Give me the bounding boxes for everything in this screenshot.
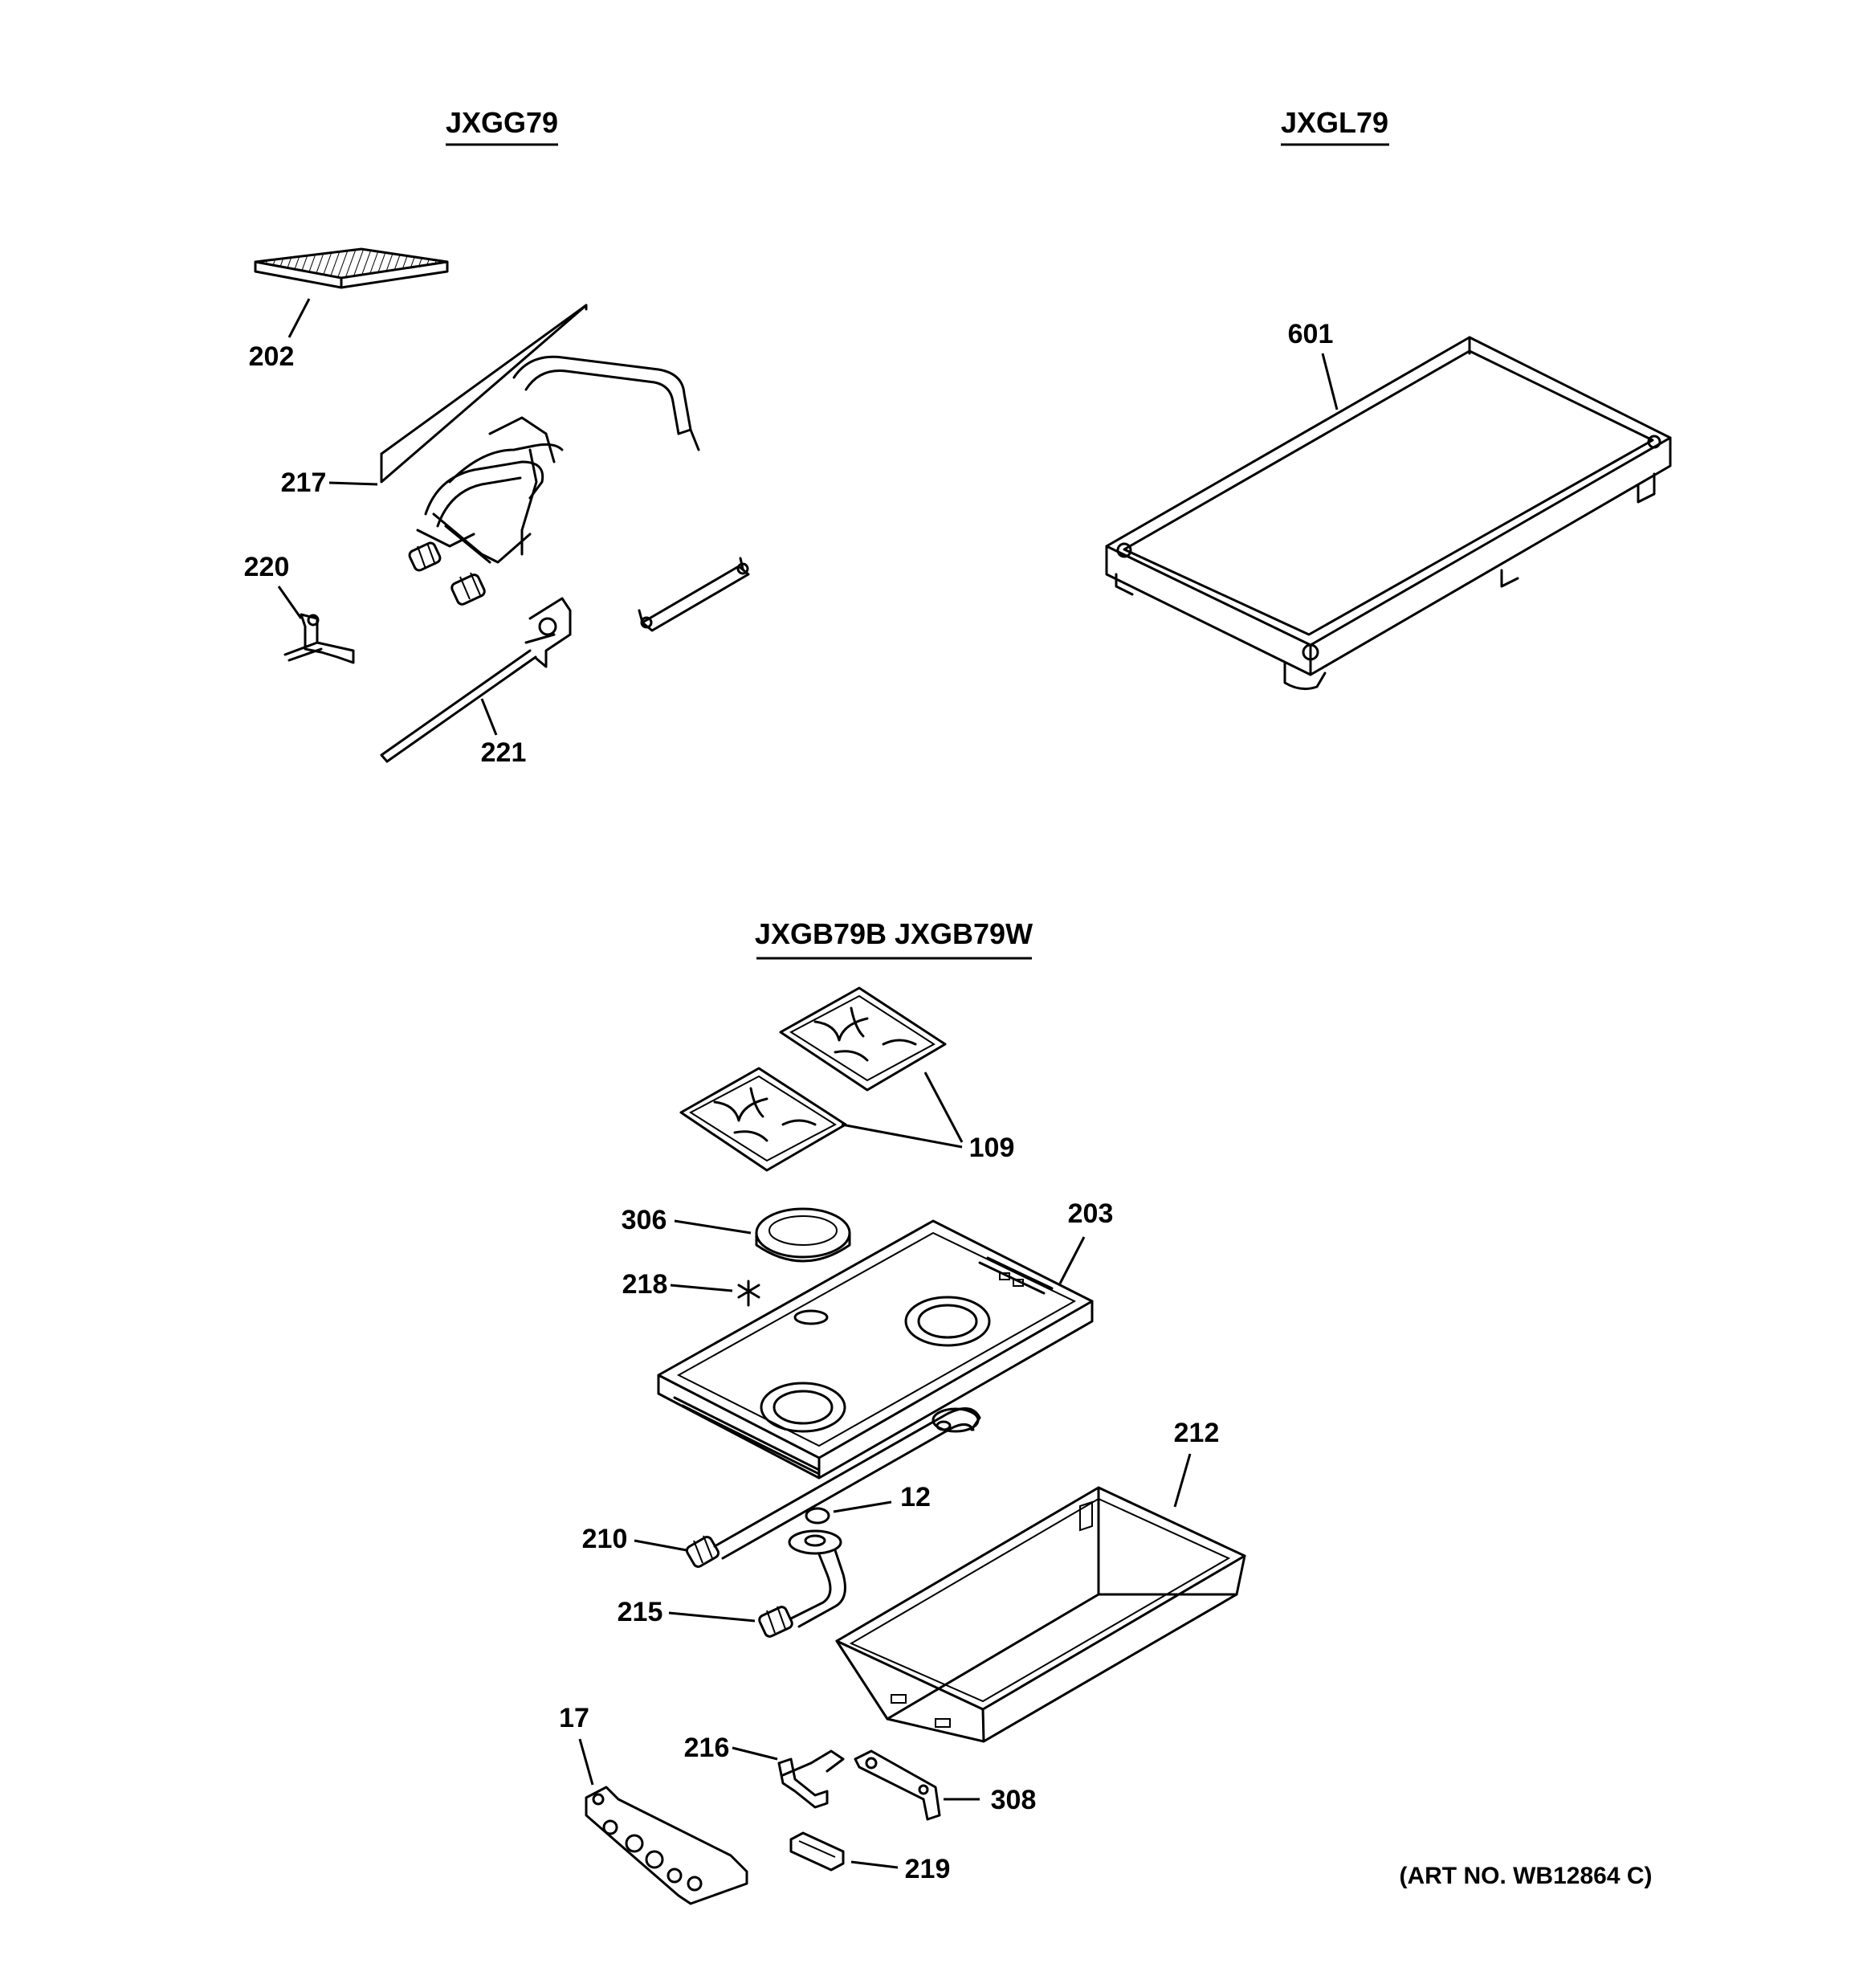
callout-109: 109 xyxy=(841,1072,1015,1163)
svg-text:JXGG79: JXGG79 xyxy=(446,106,558,139)
part-203-burner-box xyxy=(657,1219,1094,1480)
part-308-bracket xyxy=(854,1749,941,1821)
part-220-igniter xyxy=(283,613,355,664)
part-221-electrode xyxy=(380,597,572,763)
callout-210: 210 xyxy=(582,1524,687,1554)
svg-text:215: 215 xyxy=(618,1597,663,1627)
svg-text:308: 308 xyxy=(991,1785,1037,1815)
svg-text:219: 219 xyxy=(905,1854,951,1884)
part-219-clip xyxy=(789,1831,845,1872)
section-title-jxgb79: JXGB79B JXGB79W xyxy=(755,917,1033,960)
part-306-burner-cap xyxy=(755,1207,851,1263)
callout-212: 212 xyxy=(1173,1418,1220,1508)
callout-17: 17 xyxy=(559,1703,594,1786)
svg-text:218: 218 xyxy=(622,1269,668,1300)
art-number: (ART NO. WB12864 C) xyxy=(1399,1863,1652,1889)
svg-text:202: 202 xyxy=(249,341,295,372)
svg-text:17: 17 xyxy=(559,1703,589,1733)
part-210-manifold-tube xyxy=(685,1407,981,1568)
part-212-burner-pan xyxy=(835,1486,1246,1743)
svg-text:601: 601 xyxy=(1288,319,1334,349)
part-burner-support-bracket xyxy=(638,557,750,632)
svg-text:306: 306 xyxy=(622,1205,667,1235)
svg-text:210: 210 xyxy=(582,1524,628,1554)
svg-text:109: 109 xyxy=(969,1133,1015,1163)
part-109-burner-grates xyxy=(679,986,947,1172)
part-215-burner-feed xyxy=(758,1529,846,1638)
part-217-grill-burner xyxy=(380,304,700,606)
part-12-o-ring xyxy=(805,1507,830,1525)
part-218-spreader xyxy=(737,1280,760,1307)
part-216-valve-switch xyxy=(777,1749,845,1809)
svg-text:221: 221 xyxy=(481,737,527,768)
svg-text:212: 212 xyxy=(1174,1418,1220,1448)
callout-202: 202 xyxy=(249,298,311,372)
callout-217: 217 xyxy=(281,467,378,498)
part-17-bracket-plate xyxy=(585,1786,748,1905)
section-title-jxgg79: JXGG79 xyxy=(446,106,558,146)
callout-12: 12 xyxy=(833,1482,931,1513)
callout-215: 215 xyxy=(618,1597,756,1627)
callout-203: 203 xyxy=(1058,1198,1114,1284)
svg-text:12: 12 xyxy=(900,1482,931,1512)
callout-601: 601 xyxy=(1288,319,1339,410)
callout-221: 221 xyxy=(480,698,527,768)
callout-216: 216 xyxy=(684,1733,778,1763)
svg-text:203: 203 xyxy=(1068,1198,1114,1229)
svg-text:JXGB79B JXGB79W: JXGB79B JXGB79W xyxy=(755,917,1033,950)
callout-218: 218 xyxy=(622,1269,733,1300)
svg-text:216: 216 xyxy=(684,1733,730,1763)
callout-306: 306 xyxy=(622,1205,752,1235)
part-601-griddle xyxy=(1105,336,1672,691)
part-202-grill-grate xyxy=(254,247,449,289)
section-title-jxgl79: JXGL79 xyxy=(1281,106,1389,146)
svg-text:217: 217 xyxy=(281,467,327,498)
callout-219: 219 xyxy=(850,1854,951,1884)
svg-text:220: 220 xyxy=(244,552,290,582)
callout-220: 220 xyxy=(244,552,303,619)
svg-text:JXGL79: JXGL79 xyxy=(1281,106,1388,139)
callout-308: 308 xyxy=(944,1785,1036,1815)
